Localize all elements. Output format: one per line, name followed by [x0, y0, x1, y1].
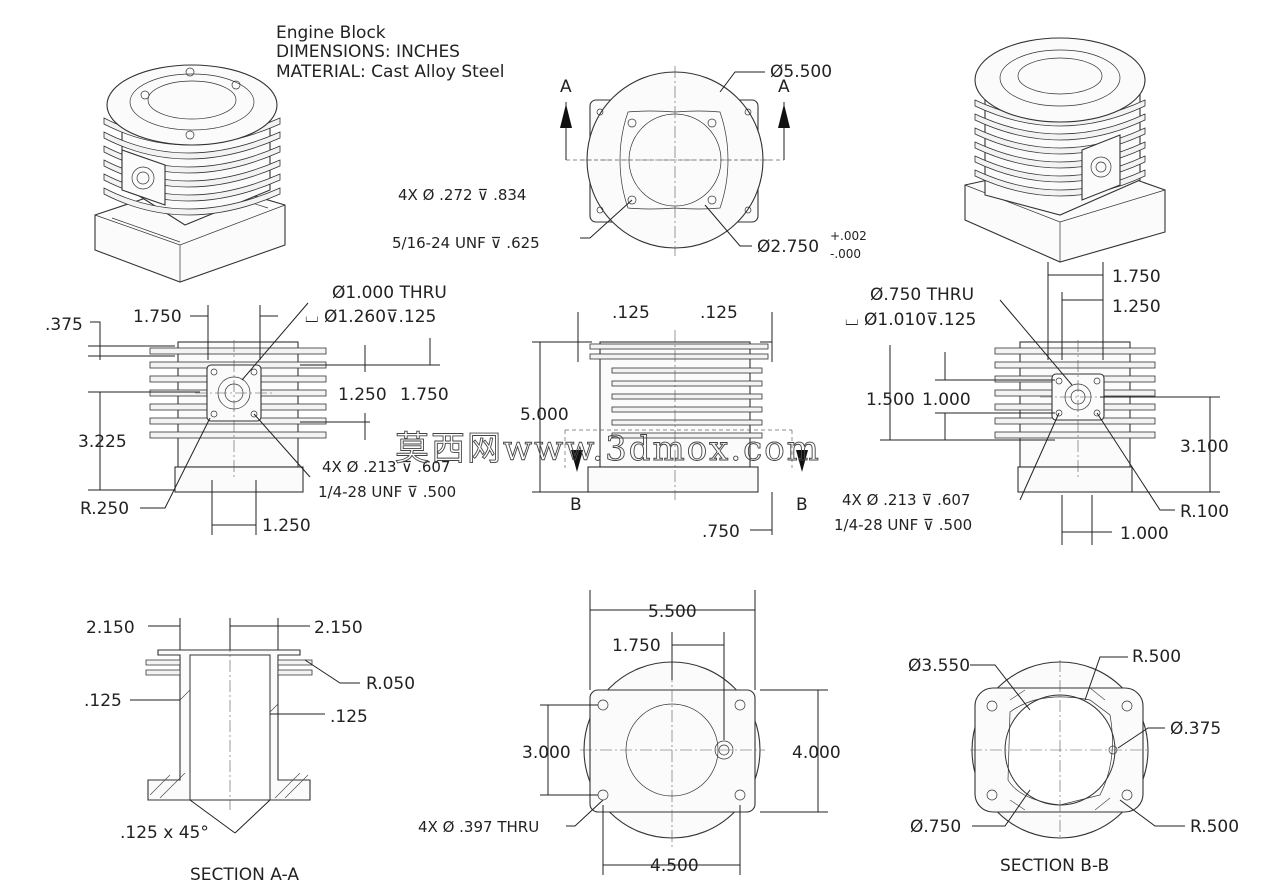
dim-front-125-a: .125: [612, 303, 650, 323]
bottom-hole-callout: 4X Ø .397 THRU: [418, 818, 539, 836]
dim-right-1250: 1.250: [1112, 297, 1161, 317]
dim-3000: 3.000: [522, 743, 571, 763]
dim-left-1750: 1.750: [133, 307, 182, 327]
section-a-label: SECTION A-A: [190, 865, 299, 885]
dim-front-125-b: .125: [700, 303, 738, 323]
top-hole-callout-2: 5/16-24 UNF ⊽ .625: [392, 234, 540, 252]
dim-750: .750: [702, 522, 740, 542]
title-material: MATERIAL: Cast Alloy Steel: [276, 62, 504, 82]
section-b-radius-2: R.500: [1190, 817, 1239, 837]
bore-tol-lower: -.000: [830, 247, 861, 261]
top-hole-callout-1: 4X Ø .272 ⊽ .834: [398, 186, 526, 204]
dim-section-a-left-2150: 2.150: [86, 618, 135, 638]
dim-bottom-1750: 1.750: [612, 636, 661, 656]
section-b-radius-1: R.500: [1132, 647, 1181, 667]
left-hole-callout-1: 4X Ø .213 ⊽ .607: [322, 458, 450, 476]
title-part-name: Engine Block: [276, 23, 386, 43]
cooling-fins-front-view: [589, 343, 769, 439]
section-a-a: 2.150 2.150 R.050 .125 .125 .125 x 45° S…: [84, 618, 415, 885]
right-hole-callout-2: 1/4-28 UNF ⊽ .500: [834, 516, 972, 534]
title-block: Engine Block DIMENSIONS: INCHES MATERIAL…: [276, 23, 504, 82]
isometric-view-right: [964, 37, 1166, 263]
right-thru-1: Ø.750 THRU: [870, 285, 974, 305]
section-b-diameter-2: Ø.375: [1170, 719, 1221, 739]
section-a-radius: R.050: [366, 674, 415, 694]
bottom-view: 5.500 1.750 3.000 4.000 4X Ø .397 THRU 4…: [418, 590, 841, 876]
dim-5000: 5.000: [520, 405, 569, 425]
dim-left-1250-h: 1.250: [262, 516, 311, 536]
top-view: A A Ø5.500 4X Ø .272 ⊽ .834 5/16-24 UNF …: [392, 62, 867, 261]
dim-375: .375: [45, 315, 83, 335]
bore-tol-upper: +.002: [830, 229, 867, 243]
left-hole-callout-2: 1/4-28 UNF ⊽ .500: [318, 483, 456, 501]
left-thru-2: ⌴ Ø1.260⊽.125: [305, 307, 436, 327]
section-b-diameter-1: Ø3.550: [908, 656, 970, 676]
section-b-label: SECTION B-B: [1000, 856, 1109, 876]
front-view: .125 .125 5.000 B B .750: [520, 303, 808, 542]
dim-section-a-right-2150: 2.150: [314, 618, 363, 638]
dim-left-1750-v: 1.750: [400, 385, 449, 405]
dim-3225: 3.225: [78, 432, 127, 452]
right-hole-callout-1: 4X Ø .213 ⊽ .607: [842, 491, 970, 509]
dim-5500: 5.500: [648, 602, 697, 622]
section-mark-b-right: B: [796, 495, 808, 515]
right-thru-2: ⌴ Ø1.010⊽.125: [845, 310, 976, 330]
dim-3100: 3.100: [1180, 437, 1229, 457]
left-radius: R.250: [80, 499, 129, 519]
isometric-view-left: [94, 64, 286, 283]
left-side-view: .375 1.750 Ø1.000 THRU ⌴ Ø1.260⊽.125 3.2…: [45, 283, 456, 536]
dim-4000: 4.000: [792, 743, 841, 763]
dim-right-1000-v: 1.000: [922, 390, 971, 410]
title-dimensions: DIMENSIONS: INCHES: [276, 42, 460, 62]
watermark: 莫西网www.3dmox.com: [395, 429, 821, 469]
dim-1500: 1.500: [866, 390, 915, 410]
dim-bore-diameter: Ø2.750: [757, 237, 819, 257]
section-a-chamfer: .125 x 45°: [120, 823, 209, 843]
section-b-hatch: [1009, 687, 1111, 811]
section-mark-a-right: A: [778, 77, 790, 97]
dim-section-a-125-right: .125: [330, 707, 368, 727]
dim-section-a-125-left: .125: [84, 691, 122, 711]
section-b-b: Ø3.550 R.500 Ø.375 Ø.750 R.500 SECTION B…: [908, 647, 1239, 876]
right-side-view: 1.750 1.250 Ø.750 THRU ⌴ Ø1.010⊽.125 1.5…: [834, 262, 1229, 545]
right-radius: R.100: [1180, 502, 1229, 522]
section-b-diameter-3: Ø.750: [910, 817, 961, 837]
section-mark-a-left: A: [560, 77, 572, 97]
dim-4500: 4.500: [650, 856, 699, 876]
dim-left-1250-v: 1.250: [338, 385, 387, 405]
section-a-hatch: [149, 689, 309, 799]
dim-right-1750: 1.750: [1112, 267, 1161, 287]
dim-outer-diameter: Ø5.500: [770, 62, 832, 82]
left-thru-1: Ø1.000 THRU: [332, 283, 447, 303]
dim-right-1000-h: 1.000: [1120, 524, 1169, 544]
section-mark-b-left: B: [570, 495, 582, 515]
